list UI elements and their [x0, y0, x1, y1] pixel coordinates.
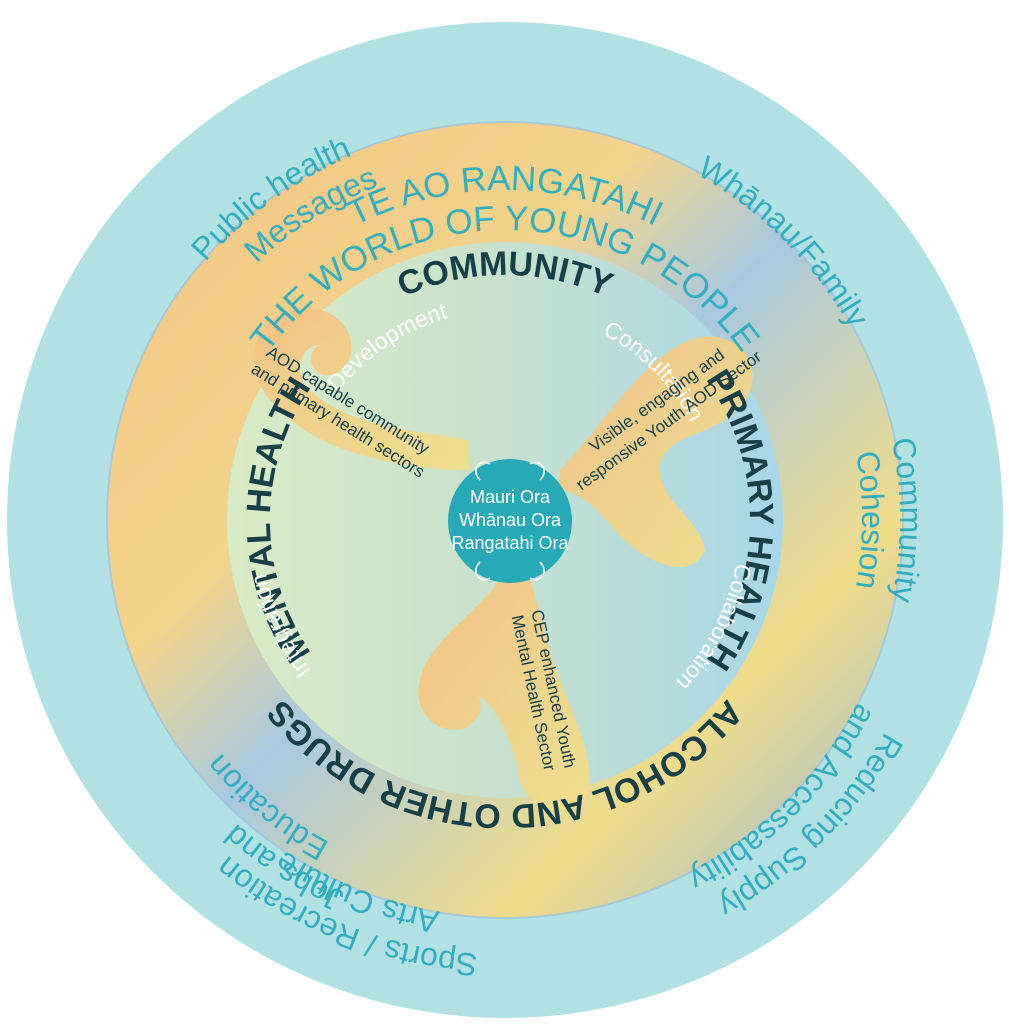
koru-arm-left: [253, 308, 470, 470]
koru-arms: [253, 308, 753, 811]
center-line3: Rangatahi Ora: [451, 533, 569, 553]
koru-arm-bottom: [418, 580, 590, 811]
center-disc: Mauri Ora Whānau Ora Rangatahi Ora: [448, 459, 572, 583]
koru-arm-right: [560, 336, 753, 568]
community-cohesion-label-line2: Cohesion: [849, 448, 891, 592]
band-edge: [106, 121, 904, 919]
koru-ornament-icon: [475, 461, 545, 581]
center-line2: Whānau Ora: [459, 510, 562, 530]
center-line1: Mauri Ora: [470, 487, 551, 507]
